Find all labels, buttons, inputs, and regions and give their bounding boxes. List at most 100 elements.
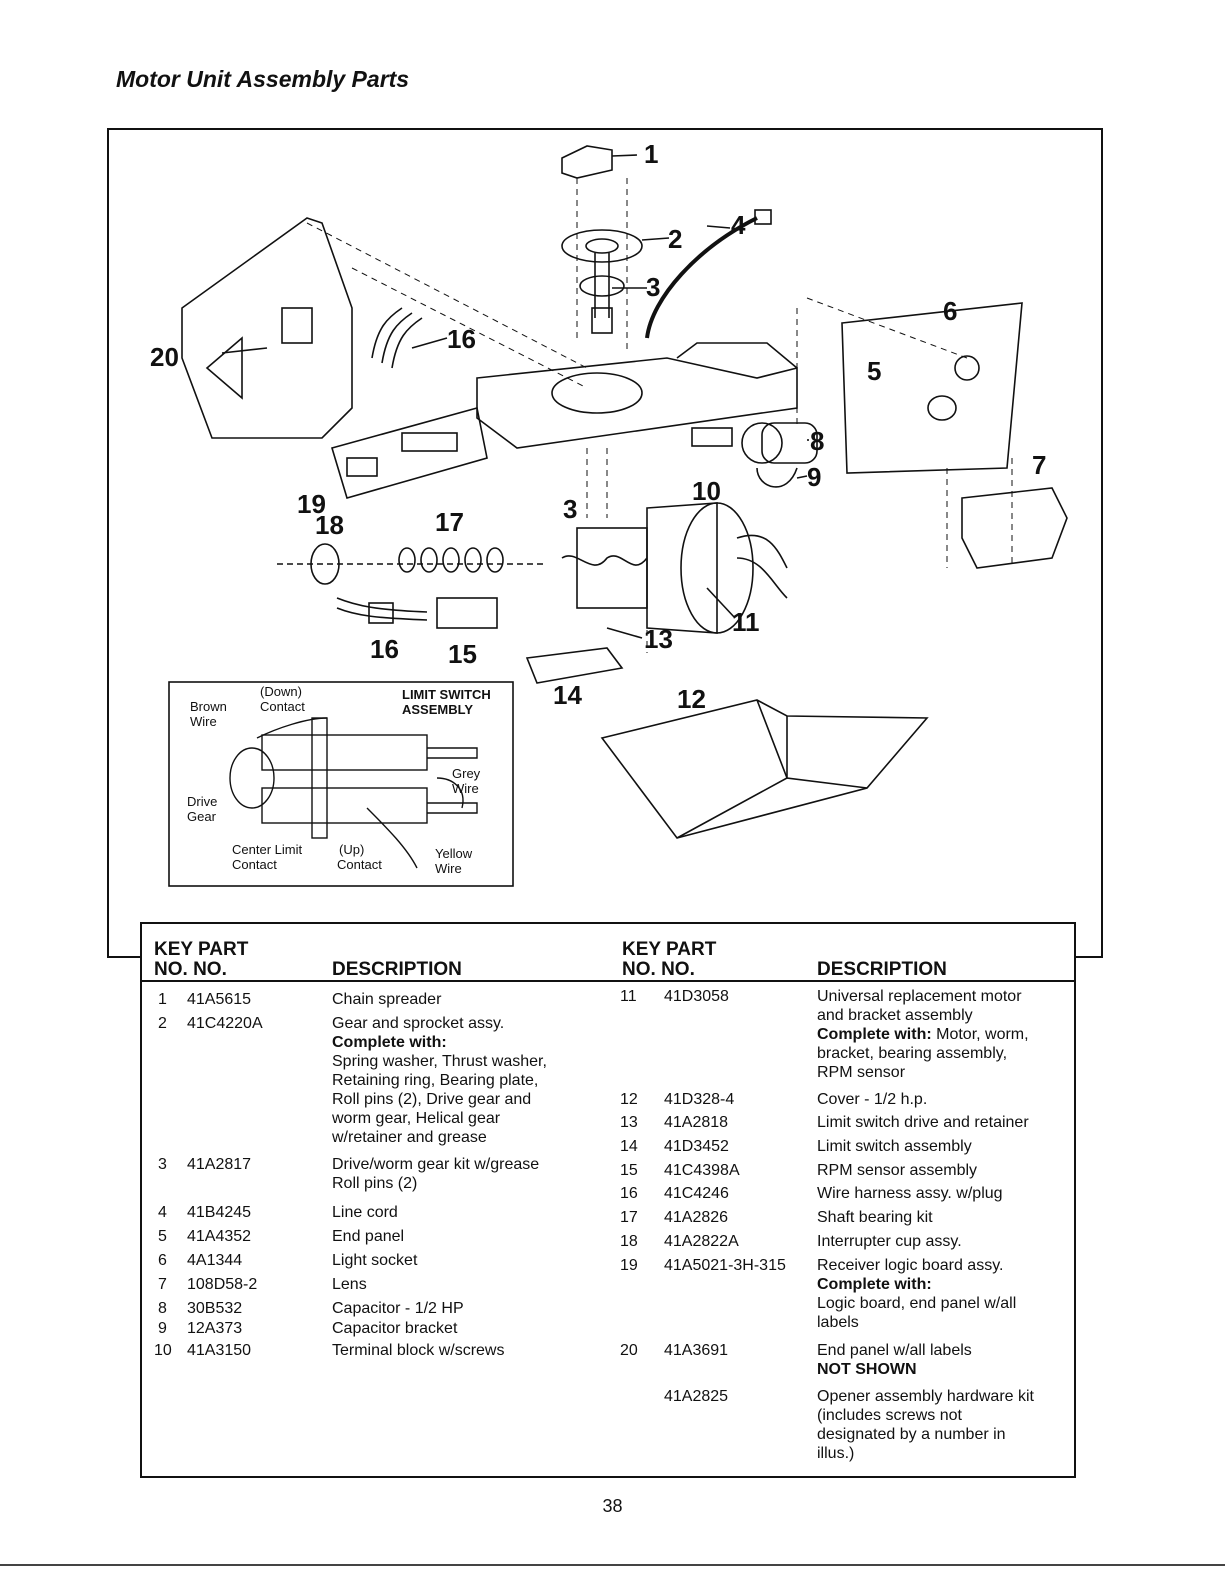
callout-4: 4 xyxy=(731,210,746,240)
complete-with-label: Complete with: xyxy=(817,1026,932,1043)
description-line: designated by a number in xyxy=(817,1426,1006,1443)
page-number: 38 xyxy=(602,1496,623,1516)
description: Limit switch assembly xyxy=(817,1138,972,1155)
key-no: 15 xyxy=(620,1162,638,1179)
callout-14: 14 xyxy=(553,680,582,710)
inset-drive-gear-2: Gear xyxy=(187,809,217,824)
inset-brown-wire-1: Brown xyxy=(190,699,227,714)
inset-center-limit-2: Contact xyxy=(232,857,277,872)
chain-spreader-shape xyxy=(561,145,613,179)
part-no: 41B4245 xyxy=(187,1204,252,1221)
callout-15: 15 xyxy=(448,639,477,669)
description-line: w/retainer and grease xyxy=(332,1129,487,1146)
description-line: RPM sensor xyxy=(817,1064,906,1081)
description: RPM sensor assembly xyxy=(817,1162,978,1179)
header-key-no: NO. xyxy=(154,959,188,980)
part-no: 41C4398A xyxy=(664,1162,740,1179)
part-no: 30B532 xyxy=(187,1300,243,1317)
callout-19: 19 xyxy=(297,489,326,519)
description: Line cord xyxy=(332,1204,398,1221)
key-no: 5 xyxy=(158,1228,167,1245)
key-no: 18 xyxy=(620,1233,638,1250)
description-line: illus.) xyxy=(817,1445,855,1462)
callout-8: 8 xyxy=(810,426,824,456)
header-key-label: KEY xyxy=(622,939,661,960)
callout-6: 6 xyxy=(943,296,957,326)
complete-with-label: Complete with: xyxy=(817,1276,932,1293)
description: Drive/worm gear kit w/grease xyxy=(332,1156,540,1173)
description-line: worm gear, Helical gear xyxy=(332,1110,501,1127)
bottom-rule xyxy=(0,1564,1225,1566)
limit-switch-inset: Brown Wire (Down) Contact LIMIT SWITCH A… xyxy=(168,681,514,887)
key-no: 2 xyxy=(158,1015,167,1032)
description-line: Spring washer, Thrust washer, xyxy=(332,1053,547,1070)
callout-11: 11 xyxy=(732,607,760,637)
callout-2: 2 xyxy=(668,224,682,254)
description: Shaft bearing kit xyxy=(817,1209,933,1226)
part-no: 41A3150 xyxy=(187,1342,252,1359)
not-shown-heading: NOT SHOWN xyxy=(817,1361,917,1378)
part-no: 41C4246 xyxy=(664,1185,729,1202)
inset-grey-wire-2: Wire xyxy=(452,781,479,796)
inset-up-contact-2: Contact xyxy=(337,857,382,872)
inset-yellow-wire-1: Yellow xyxy=(435,846,473,861)
callout-20: 20 xyxy=(150,342,179,372)
description: Light socket xyxy=(332,1252,418,1269)
callout-10: 10 xyxy=(692,476,721,506)
description: Cover - 1/2 h.p. xyxy=(817,1091,928,1108)
part-no: 4A1344 xyxy=(187,1252,243,1269)
callout-3-lower: 3 xyxy=(563,494,577,524)
callout-17: 17 xyxy=(435,507,464,537)
inset-drive-gear-1: Drive xyxy=(187,794,217,809)
page-title: Motor Unit Assembly Parts xyxy=(116,66,410,92)
description: Chain spreader xyxy=(332,991,442,1008)
inset-down-contact-1: (Down) xyxy=(260,684,302,699)
part-no: 41A2825 xyxy=(664,1388,729,1405)
key-no: 7 xyxy=(158,1276,167,1293)
callout-5: 5 xyxy=(867,356,881,386)
header-description-right: DESCRIPTION xyxy=(817,959,947,980)
header-part-label: PART xyxy=(666,939,717,960)
complete-with-label: Complete with: xyxy=(332,1034,447,1051)
part-no: 41A2817 xyxy=(187,1156,252,1173)
header-key-no: NO. xyxy=(622,959,656,980)
description-line: Roll pins (2) xyxy=(332,1175,418,1192)
key-no: 14 xyxy=(620,1138,638,1155)
key-no: 19 xyxy=(620,1257,638,1274)
key-no: 11 xyxy=(620,988,637,1005)
description: Capacitor - 1/2 HP xyxy=(332,1300,464,1317)
inset-yellow-wire-2: Wire xyxy=(435,861,462,876)
key-no: 9 xyxy=(158,1320,167,1337)
inset-up-contact-1: (Up) xyxy=(339,842,364,857)
inset-grey-wire-1: Grey xyxy=(452,766,481,781)
inset-title-1: LIMIT SWITCH xyxy=(402,687,491,702)
header-part-label: PART xyxy=(198,939,249,960)
header-key-right: KEY PART NO. NO. xyxy=(622,940,716,980)
header-part-no: NO. xyxy=(661,959,695,980)
description-line: Roll pins (2), Drive gear and xyxy=(332,1091,532,1108)
callout-12: 12 xyxy=(677,684,706,714)
part-no: 41A2818 xyxy=(664,1114,729,1131)
description-line: Motor, worm, xyxy=(931,1026,1029,1043)
part-no: 41D3058 xyxy=(664,988,729,1005)
exploded-parts-diagram: 1 2 3 4 5 6 7 8 9 10 11 12 13 14 15 16 1… xyxy=(150,139,1068,887)
callout-18: 18 xyxy=(315,510,344,540)
description: End panel w/all labels xyxy=(817,1342,972,1359)
inset-down-contact-2: Contact xyxy=(260,699,305,714)
key-no: 20 xyxy=(620,1342,638,1359)
part-no: 41A2826 xyxy=(664,1209,729,1226)
header-part-no: NO. xyxy=(193,959,227,980)
key-no: 6 xyxy=(158,1252,167,1269)
description: Capacitor bracket xyxy=(332,1320,458,1337)
header-key-label: KEY xyxy=(154,939,193,960)
part-no: 41C4220A xyxy=(187,1015,263,1032)
description: Lens xyxy=(332,1276,367,1293)
description: Limit switch drive and retainer xyxy=(817,1114,1029,1131)
header-rule xyxy=(142,980,1074,982)
description-line: bracket, bearing assembly, xyxy=(817,1045,1008,1062)
header-key-left: KEY PART NO. NO. xyxy=(154,940,248,980)
part-no: 41D3452 xyxy=(664,1138,729,1155)
description: Opener assembly hardware kit xyxy=(817,1388,1034,1405)
inset-center-limit-1: Center Limit xyxy=(232,842,302,857)
description: Receiver logic board assy. xyxy=(817,1257,1004,1274)
